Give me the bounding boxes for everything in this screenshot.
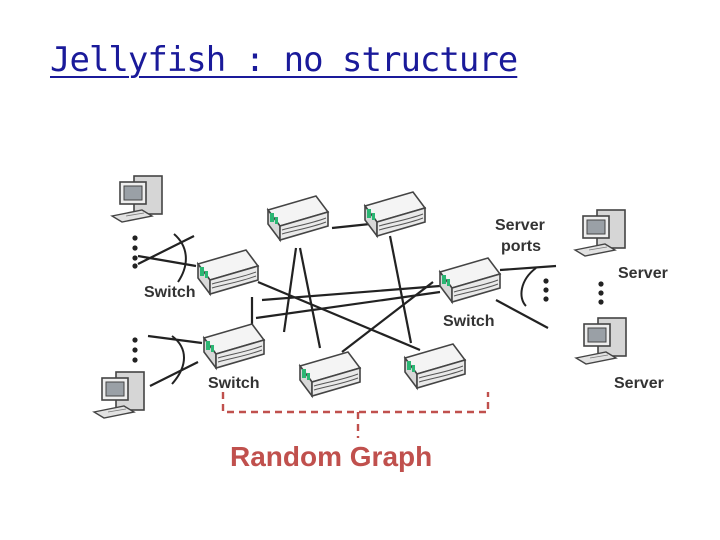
server-computer-icon [575,317,627,365]
link [257,280,421,352]
slide-title: Jellyfish : no structure [50,40,518,80]
switch-icon [197,249,259,295]
server-label-bottom: Server [614,375,664,392]
server-links [137,235,557,387]
server-computer-icon [111,175,163,223]
switch-icon [439,257,501,303]
server-computer-icon [574,209,626,257]
link [255,290,441,320]
switch-icon [267,195,329,241]
switch-label-left: Switch [144,284,196,301]
server-ports-label-line2: ports [501,238,541,255]
server-ports-label-line1: Server [495,217,545,234]
random-graph-bracket [221,392,490,438]
switch-icon [203,323,265,369]
dots [132,235,604,363]
switch-icon [299,351,361,397]
switch-icon [364,191,426,237]
switch-icon [404,343,466,389]
switch-label-right: Switch [443,313,495,330]
server-label-top: Server [618,265,668,282]
link [298,247,322,349]
switch-label-bottom: Switch [208,375,260,392]
link [282,247,298,333]
link [261,284,441,302]
random-graph-label: Random Graph [230,441,432,472]
port-arcs [171,233,537,385]
server-computer-icon [93,371,145,419]
link [331,222,371,230]
random-links [250,222,441,353]
link [341,281,434,353]
